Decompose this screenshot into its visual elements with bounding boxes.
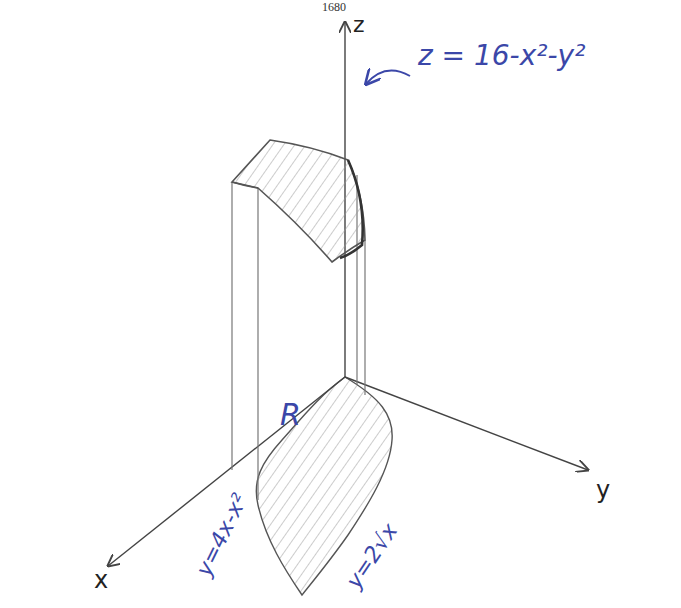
axis-label: x [94, 568, 108, 592]
pointer-arrow [366, 71, 410, 84]
y-axis [345, 377, 588, 470]
curve-equation: y=4x-x² [193, 491, 251, 580]
surface-equation: z = 16-x²-y² [418, 42, 585, 70]
region-label: R [280, 400, 301, 430]
wall-line [231, 182, 232, 470]
surface-edge [340, 160, 363, 258]
axis-label: y [596, 478, 610, 502]
surface-edge [232, 182, 258, 188]
wall-line [257, 188, 258, 500]
page-number: 1680 [322, 1, 346, 13]
wall-line [364, 240, 365, 395]
surface-patch [232, 140, 365, 262]
axis-label: z [353, 14, 365, 36]
